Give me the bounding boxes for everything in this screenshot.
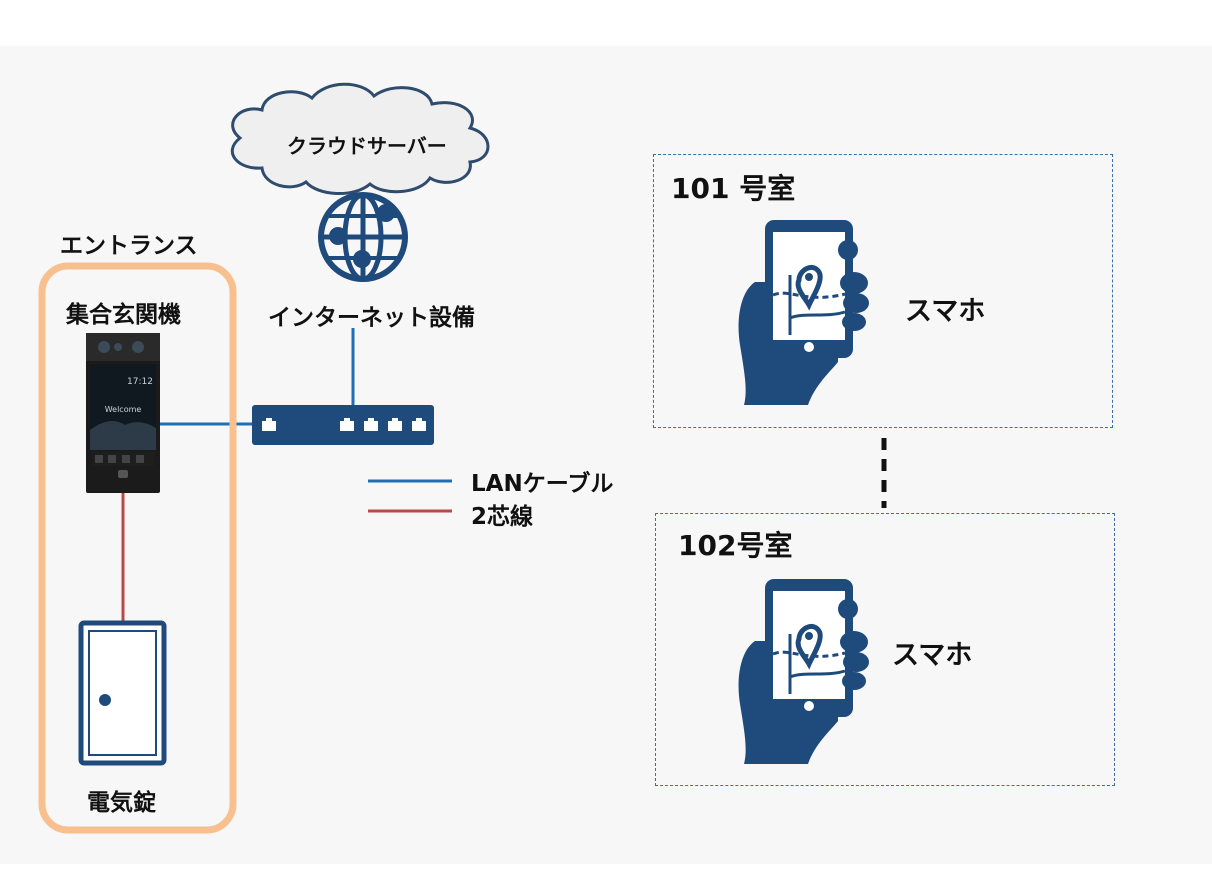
cloud-server-label: クラウドサーバー: [287, 134, 447, 158]
internet-equipment-label: インターネット設備: [268, 305, 475, 331]
intercom-label: 集合玄関機: [66, 302, 181, 328]
door-lock-icon: [78, 620, 167, 766]
legend-two-wire-label: 2芯線: [471, 504, 534, 530]
room-102-label: 102号室: [678, 529, 793, 562]
entrance-frame: [38, 262, 237, 834]
network-switch-icon: [252, 405, 434, 445]
smartphone-hand-icon-102: [738, 579, 869, 764]
smartphone-hand-icon-101: [738, 220, 869, 405]
room-101-label: 101 号室: [671, 172, 796, 205]
intercom-clock: 17:12: [127, 377, 153, 387]
electric-lock-label: 電気錠: [87, 790, 156, 816]
smartphone-101-label: スマホ: [905, 296, 986, 327]
globe-icon: [318, 192, 408, 282]
room-102-box: [655, 513, 1115, 786]
entrance-label: エントランス: [60, 233, 198, 259]
intercom-device-icon: [86, 333, 160, 493]
intercom-greeting: Welcome: [105, 405, 142, 414]
smartphone-102-label: スマホ: [892, 640, 973, 671]
cloud-icon: [230, 82, 490, 196]
legend-lan-label: LANケーブル: [471, 471, 614, 497]
diagram-background: [0, 46, 1212, 864]
room-101-box: [653, 154, 1113, 428]
